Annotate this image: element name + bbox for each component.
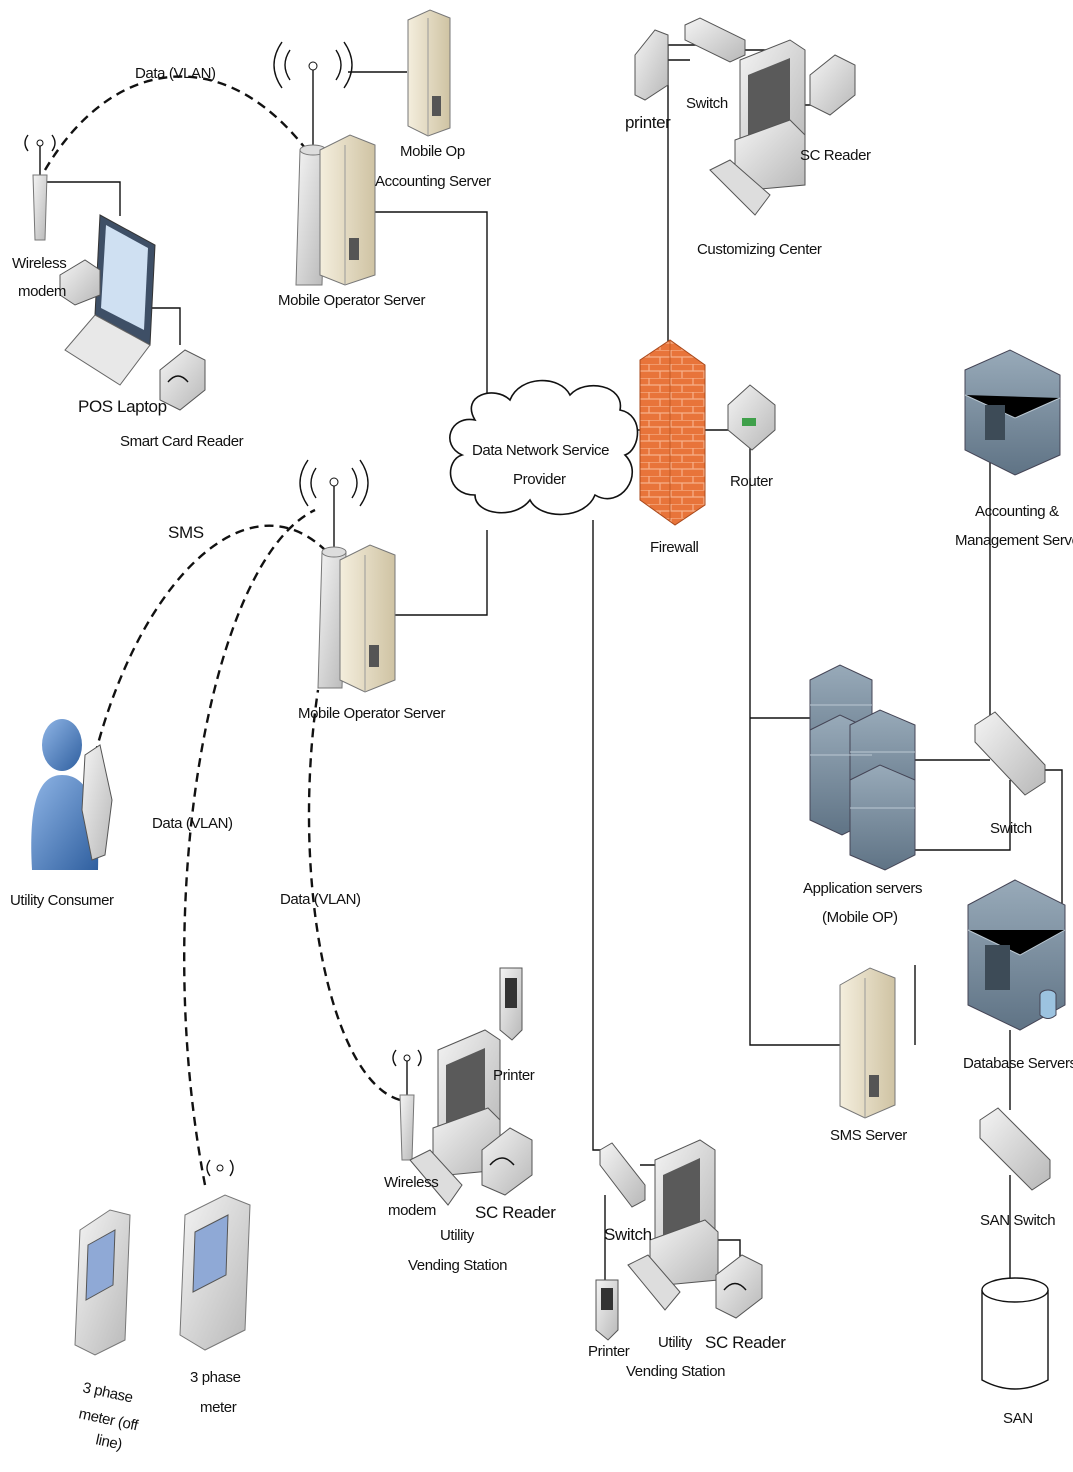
label-san: SAN: [1003, 1410, 1033, 1427]
label-sms-server: SMS Server: [830, 1127, 907, 1144]
card-reader-icon-top: [160, 350, 205, 410]
rack-server-icon-application-servers: [810, 665, 915, 870]
label-san-switch: SAN Switch: [980, 1212, 1055, 1229]
wireless-link-data-vlan-left: [184, 510, 315, 1185]
link-cloud-bottom-switch: [593, 520, 605, 1150]
label-meter-offline-1: 3 phase: [81, 1379, 134, 1406]
label-utility-consumer: Utility Consumer: [10, 892, 114, 909]
label-application-servers-2: (Mobile OP): [822, 909, 898, 926]
label-sc-reader-bottom: SC Reader: [705, 1333, 786, 1352]
label-data-vlan-left: Data (VLAN): [152, 815, 233, 832]
pc-icon-customizing: [710, 40, 805, 215]
server-icon-mobile-operator-mid: [340, 545, 395, 692]
label-data-vlan-top: Data (VLAN): [135, 65, 216, 82]
rack-server-icon-database: [968, 880, 1065, 1030]
person-icon-utility-consumer: [31, 719, 112, 870]
label-wireless-modem-top-2: modem: [18, 283, 66, 300]
printer-icon-top: [635, 30, 668, 100]
label-sms: SMS: [168, 523, 204, 542]
wireless-modem-icon-top: [25, 135, 55, 240]
server-icon-mobile-operator-top: [320, 135, 375, 285]
label-customizing-center: Customizing Center: [697, 241, 822, 258]
label-database-servers: Database Servers: [963, 1055, 1073, 1072]
label-wireless-modem-bottom-1: Wireless: [384, 1174, 438, 1191]
link-mid-server-cloud: [383, 530, 487, 615]
label-mobile-op-accounting-2: Accounting Server: [375, 173, 491, 190]
label-utility-vending-bottom-1: Utility: [658, 1334, 693, 1351]
label-printer-top: printer: [625, 113, 671, 132]
meter-icon-offline: [75, 1210, 130, 1355]
label-switch-bottom: Switch: [604, 1225, 652, 1244]
link-laptop-card-reader: [150, 308, 180, 345]
card-reader-icon-customizing: [810, 55, 855, 115]
rack-server-icon-accounting-management: [965, 350, 1060, 475]
printer-icon-mid: [500, 968, 522, 1040]
label-mobile-op-accounting-1: Mobile Op: [400, 143, 465, 160]
label-wireless-modem-bottom-2: modem: [388, 1202, 436, 1219]
label-meter-offline-2: meter (off: [77, 1405, 140, 1434]
label-utility-vending-mid-1: Utility: [440, 1227, 475, 1244]
wireless-modem-icon-bottom: [393, 1050, 421, 1160]
connection-lines: [40, 45, 1062, 1320]
printer-icon-bottom: [596, 1280, 618, 1340]
label-printer-bottom: Printer: [588, 1343, 630, 1360]
label-accounting-mgmt-1: Accounting &: [975, 503, 1059, 520]
label-utility-vending-bottom-2: Vending Station: [626, 1363, 725, 1380]
label-meter-2: meter: [200, 1399, 237, 1416]
firewall-icon: [640, 340, 705, 525]
label-accounting-mgmt-2: Management Server: [955, 532, 1073, 549]
label-smart-card-reader: Smart Card Reader: [120, 433, 244, 450]
router-icon: [728, 385, 775, 450]
label-router: Router: [730, 473, 773, 490]
label-sc-reader-mid: SC Reader: [475, 1203, 556, 1222]
label-mobile-operator-server-top: Mobile Operator Server: [278, 292, 426, 309]
label-utility-vending-mid-2: Vending Station: [408, 1257, 507, 1274]
switch-icon-san: [980, 1108, 1050, 1190]
label-firewall: Firewall: [650, 539, 699, 556]
label-cloud-2: Provider: [513, 471, 566, 488]
label-switch-right: Switch: [990, 820, 1032, 837]
card-reader-icon-bottom: [716, 1255, 762, 1318]
switch-icon-bottom: [600, 1143, 645, 1207]
label-application-servers-1: Application servers: [803, 880, 922, 897]
label-pos-laptop: POS Laptop: [78, 397, 167, 416]
wireless-link-sms: [95, 526, 330, 755]
meter-icon: [180, 1160, 250, 1350]
switch-icon-top: [685, 18, 745, 62]
label-mobile-operator-server-mid: Mobile Operator Server: [298, 705, 446, 722]
wireless-link-data-vlan-top: [45, 76, 305, 170]
label-data-vlan-mid: Data (VLAN): [280, 891, 361, 908]
link-modem-laptop: [40, 182, 120, 216]
label-meter-offline-3: line): [94, 1431, 124, 1453]
server-icon-sms: [840, 968, 895, 1118]
label-sc-reader-top: SC Reader: [800, 147, 871, 164]
label-switch-top: Switch: [686, 95, 728, 112]
label-printer-mid: Printer: [493, 1067, 535, 1084]
label-cloud-1: Data Network Service: [472, 442, 609, 459]
label-meter-1: 3 phase: [190, 1369, 241, 1386]
server-icon-accounting: [408, 10, 450, 136]
label-wireless-modem-top-1: Wireless: [12, 255, 66, 272]
storage-icon-san: [982, 1278, 1048, 1389]
link-firewall-customizing: [668, 45, 710, 345]
